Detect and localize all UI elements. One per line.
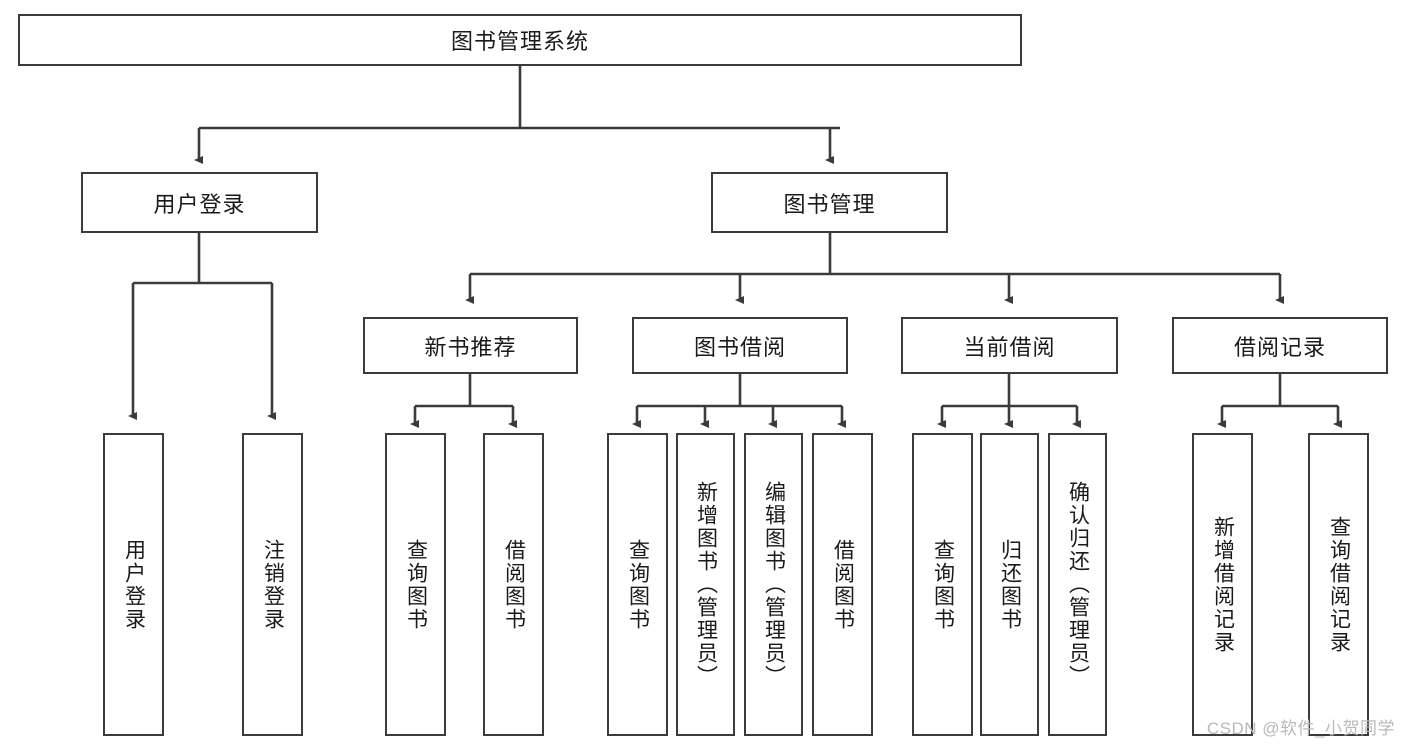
node-new-book-recommend[interactable]: 新书推荐 — [363, 317, 578, 374]
node-leaf-user-login[interactable]: 用户登录 — [103, 433, 164, 736]
node-leaf-query-book-3[interactable]: 查询图书 — [912, 433, 973, 736]
node-root-title[interactable]: 图书管理系统 — [18, 14, 1022, 66]
node-leaf-query-book-2[interactable]: 查询图书 — [607, 433, 668, 736]
node-leaf-query-record[interactable]: 查询借阅记录 — [1308, 433, 1369, 736]
node-leaf-add-book[interactable]: 新增图书（管理员） — [676, 433, 735, 736]
node-book-borrow[interactable]: 图书借阅 — [632, 317, 848, 374]
node-leaf-user-logout[interactable]: 注销登录 — [242, 433, 303, 736]
node-leaf-add-record[interactable]: 新增借阅记录 — [1192, 433, 1253, 736]
node-leaf-query-book-1[interactable]: 查询图书 — [385, 433, 446, 736]
node-leaf-return-book[interactable]: 归还图书 — [980, 433, 1039, 736]
node-leaf-borrow-book-1[interactable]: 借阅图书 — [483, 433, 544, 736]
node-leaf-edit-book[interactable]: 编辑图书（管理员） — [744, 433, 803, 736]
node-leaf-confirm-return[interactable]: 确认归还（管理员） — [1048, 433, 1107, 736]
node-user-login[interactable]: 用户登录 — [81, 172, 318, 233]
node-borrow-record[interactable]: 借阅记录 — [1172, 317, 1388, 374]
node-book-manage[interactable]: 图书管理 — [711, 172, 948, 233]
node-leaf-borrow-book-2[interactable]: 借阅图书 — [812, 433, 873, 736]
node-current-borrow[interactable]: 当前借阅 — [901, 317, 1118, 374]
